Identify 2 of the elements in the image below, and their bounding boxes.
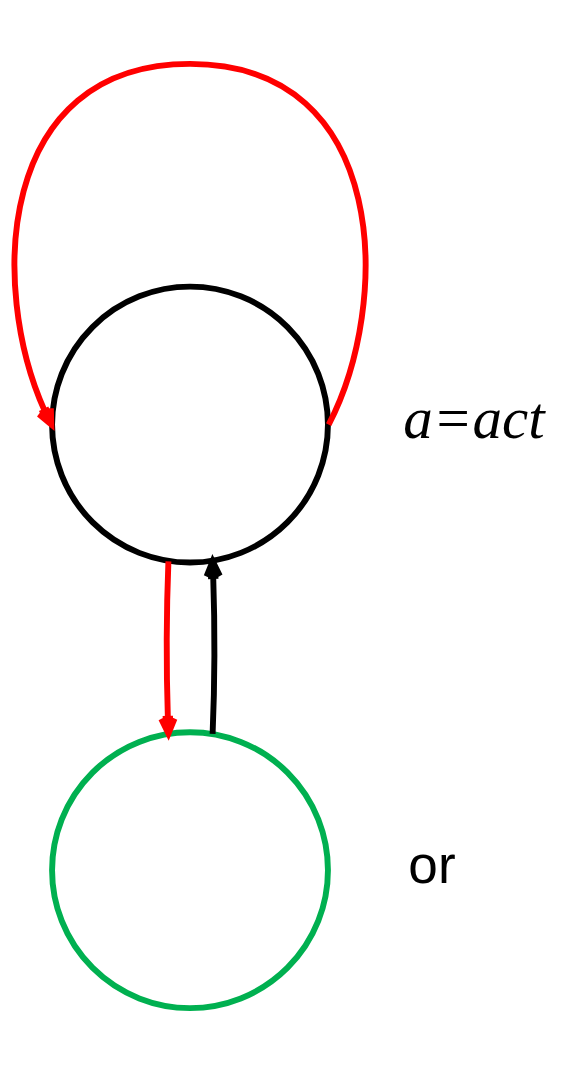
label: or [408, 834, 456, 894]
label: a=act [403, 384, 545, 451]
